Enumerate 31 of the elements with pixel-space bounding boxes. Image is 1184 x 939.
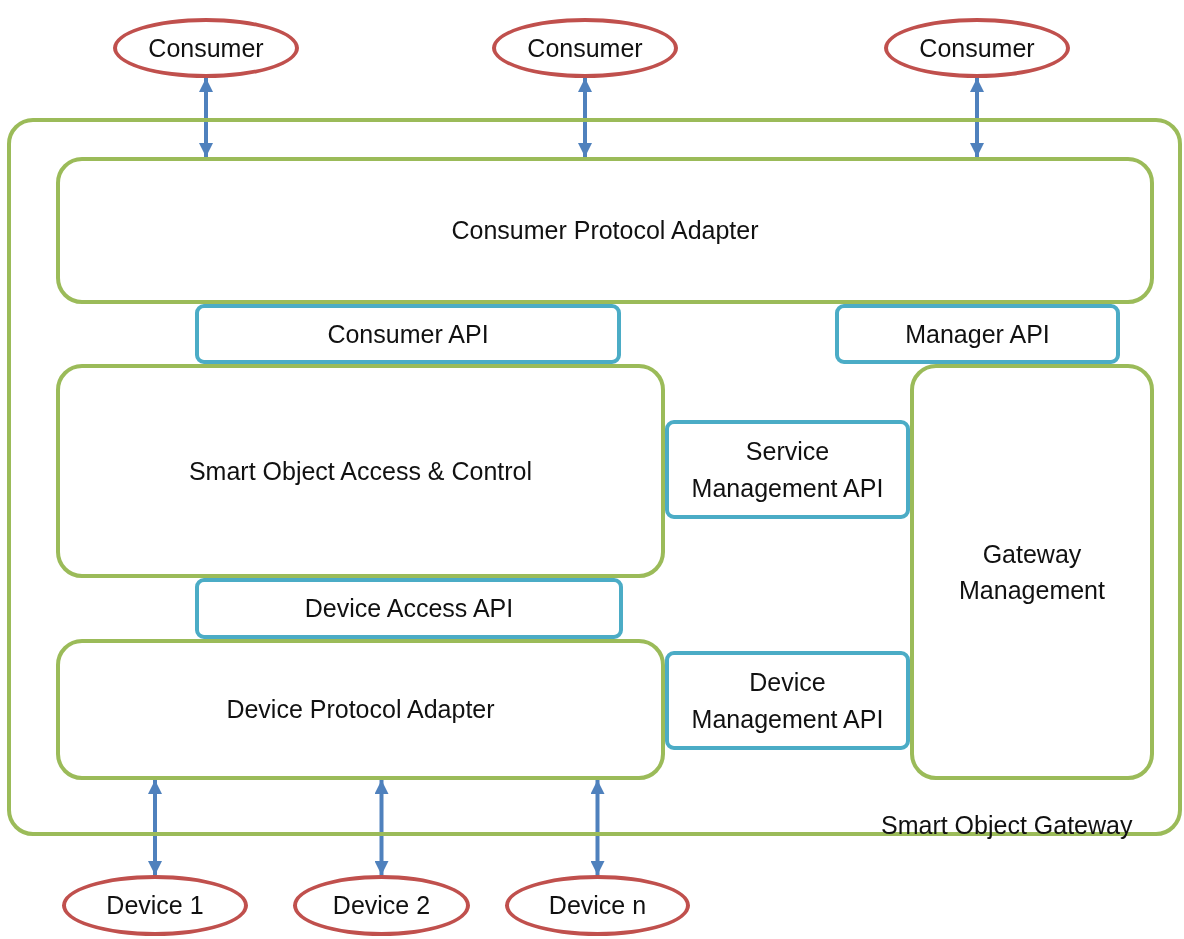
layer-box [56, 639, 665, 780]
api-box [195, 304, 621, 364]
node-label: Device n [548, 890, 647, 922]
layer-box [56, 364, 665, 578]
api-box [195, 578, 623, 639]
arrow [590, 780, 605, 875]
arrow [148, 780, 162, 875]
node-label: Device Management API [690, 667, 885, 735]
api-box [665, 420, 910, 519]
node-label: Manager API [905, 318, 1050, 350]
node-label: Consumer API [327, 318, 489, 350]
api-box [835, 304, 1120, 364]
api-box [665, 651, 910, 750]
node-label: Device Access API [304, 593, 514, 625]
node-label: Gateway Management [958, 538, 1106, 606]
node-label: Smart Object Access & Control [188, 455, 533, 487]
arrow [199, 78, 213, 157]
node-label: Consumer [919, 32, 1035, 64]
node-label: Consumer Protocol Adapter [451, 215, 759, 247]
node-label: Device 1 [106, 890, 204, 922]
node-label: Service Management API [690, 436, 885, 504]
arrow [374, 780, 389, 875]
node-label: Device 2 [332, 890, 431, 922]
layer-box [910, 364, 1154, 780]
arrow [578, 78, 592, 157]
node-label: Consumer [527, 32, 643, 64]
node-label: Device Protocol Adapter [226, 694, 495, 726]
node-label: Consumer [148, 32, 264, 64]
layer-box [56, 157, 1154, 304]
arrow [970, 78, 984, 157]
node-label: Smart Object Gateway [881, 810, 1133, 841]
